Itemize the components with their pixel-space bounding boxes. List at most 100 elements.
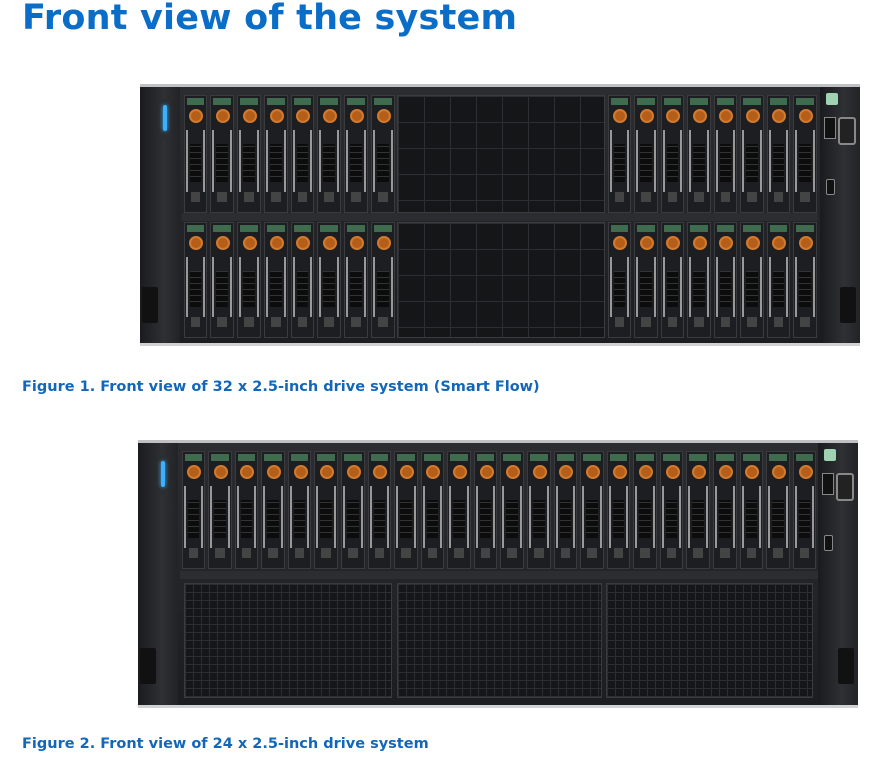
drive-rail bbox=[529, 486, 532, 548]
drive-label bbox=[720, 317, 730, 327]
drive-rail bbox=[210, 486, 213, 548]
drive-status-led-icon bbox=[237, 454, 256, 461]
drive-release-button-icon bbox=[613, 236, 628, 250]
drive-carrier bbox=[261, 451, 285, 569]
drive-rail bbox=[265, 130, 268, 192]
drive-rail bbox=[502, 486, 505, 548]
drive-vent bbox=[293, 500, 306, 538]
drive-carrier bbox=[287, 451, 312, 569]
drive-status-led-icon bbox=[610, 225, 628, 232]
drive-release-button-icon bbox=[267, 465, 282, 479]
drive-label bbox=[693, 548, 704, 558]
drive-release-button-icon bbox=[613, 109, 628, 123]
drive-vent bbox=[189, 271, 202, 307]
drive-rail bbox=[812, 130, 815, 192]
drive-rail bbox=[715, 257, 718, 317]
drive-rail bbox=[256, 257, 259, 317]
drive-status-led-icon bbox=[769, 98, 787, 105]
drive-carrier bbox=[634, 222, 658, 338]
drive-carrier bbox=[344, 95, 368, 213]
drive-release-button-icon bbox=[399, 465, 414, 479]
drive-carrier bbox=[713, 95, 737, 213]
drive-release-button-icon bbox=[376, 109, 391, 123]
drive-status-led-icon bbox=[556, 454, 575, 461]
drive-carrier bbox=[290, 95, 315, 213]
drive-label bbox=[773, 192, 783, 202]
drive-rail bbox=[742, 130, 744, 192]
drive-release-button-icon bbox=[376, 236, 391, 250]
power-button-icon bbox=[826, 93, 838, 105]
drive-label bbox=[720, 192, 730, 202]
drive-carrier bbox=[394, 451, 418, 569]
drive-rail bbox=[230, 130, 232, 192]
drive-vent bbox=[320, 500, 332, 538]
drive-rail bbox=[759, 130, 762, 192]
drive-status-led-icon bbox=[742, 454, 761, 461]
drive-status-led-icon bbox=[743, 98, 761, 105]
drive-vent bbox=[798, 500, 811, 538]
drive-carrier bbox=[290, 222, 315, 338]
drive-rail bbox=[733, 257, 735, 317]
drive-carrier bbox=[208, 451, 232, 569]
drive-vent bbox=[269, 271, 282, 307]
drive-label bbox=[321, 548, 331, 558]
drive-rail bbox=[627, 130, 629, 192]
drive-label bbox=[244, 192, 254, 202]
drive-vent bbox=[243, 144, 255, 182]
drive-label bbox=[799, 548, 810, 558]
drive-label bbox=[190, 317, 201, 327]
drive-label bbox=[480, 548, 491, 558]
drive-release-button-icon bbox=[189, 109, 204, 123]
smart-flow-grille bbox=[397, 95, 605, 213]
page-title: Front view of the system bbox=[22, 0, 518, 38]
drive-status-led-icon bbox=[343, 454, 362, 461]
usb-port-icon bbox=[824, 117, 836, 139]
drive-vent bbox=[772, 271, 784, 307]
drive-status-led-icon bbox=[503, 454, 522, 461]
drive-release-button-icon bbox=[269, 109, 284, 123]
drive-label bbox=[694, 317, 704, 327]
drive-vent bbox=[559, 500, 572, 538]
drive-rail bbox=[203, 130, 206, 192]
drive-rail bbox=[626, 486, 629, 548]
drive-carrier bbox=[181, 451, 206, 569]
drive-release-button-icon bbox=[320, 465, 335, 479]
drive-status-led-icon bbox=[663, 98, 681, 105]
drive-status-led-icon bbox=[769, 225, 787, 232]
drive-label bbox=[641, 192, 651, 202]
drive-release-button-icon bbox=[665, 465, 680, 479]
drive-rail bbox=[546, 486, 549, 548]
drive-vent bbox=[506, 500, 519, 538]
drive-vent bbox=[666, 271, 678, 307]
drive-carrier bbox=[317, 95, 341, 213]
drive-carrier bbox=[367, 451, 392, 569]
drive-carrier bbox=[740, 95, 764, 213]
server-front-image-24-drive bbox=[138, 440, 858, 708]
drive-rail bbox=[230, 257, 232, 317]
drive-carrier bbox=[210, 95, 234, 213]
drive-bay-group bbox=[180, 451, 818, 569]
drive-carrier bbox=[766, 95, 790, 213]
drive-status-led-icon bbox=[716, 454, 734, 461]
drive-vent bbox=[216, 271, 228, 307]
figure-2-caption: Figure 2. Front view of 24 x 2.5-inch dr… bbox=[22, 736, 429, 752]
drive-rail bbox=[689, 130, 691, 192]
drive-rail bbox=[493, 486, 496, 548]
drive-vent bbox=[346, 500, 359, 538]
drive-rail bbox=[422, 486, 425, 548]
drive-carrier bbox=[183, 95, 208, 213]
drive-release-button-icon bbox=[639, 236, 654, 250]
drive-rail bbox=[520, 486, 523, 548]
drive-label bbox=[747, 317, 757, 327]
drive-rail bbox=[759, 486, 762, 548]
drive-release-button-icon bbox=[692, 236, 707, 250]
drive-rail bbox=[372, 130, 375, 192]
drive-rail bbox=[741, 486, 744, 548]
drive-release-button-icon bbox=[189, 236, 204, 250]
drive-vent bbox=[426, 500, 439, 538]
drive-rail bbox=[573, 486, 576, 548]
rack-handle bbox=[142, 287, 158, 323]
drive-label bbox=[613, 548, 624, 558]
drive-vent bbox=[666, 144, 678, 182]
drive-release-button-icon bbox=[269, 236, 284, 250]
